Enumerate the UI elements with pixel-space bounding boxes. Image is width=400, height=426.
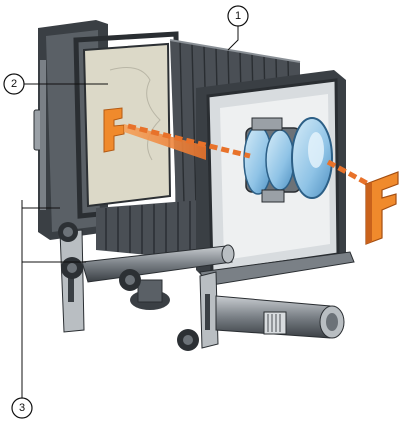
front-standard — [196, 70, 355, 287]
callout-1-label: 1 — [235, 10, 241, 22]
focus-knob-icon — [58, 222, 78, 242]
focus-knob-icon — [177, 329, 199, 351]
focus-knob-icon — [119, 269, 141, 291]
focus-knobs — [58, 222, 199, 351]
lens-icon — [243, 117, 333, 203]
callout-3: 3 — [11, 397, 33, 419]
monorail — [59, 229, 345, 349]
light-ray — [124, 123, 374, 189]
callout-1: 1 — [227, 5, 249, 27]
rear-standard — [33, 20, 181, 240]
callout-leaders — [21, 26, 239, 398]
callout-2: 2 — [3, 73, 25, 95]
focus-knob-icon — [61, 257, 83, 279]
subject-letter — [365, 171, 399, 245]
callout-2-label: 2 — [11, 78, 17, 90]
callout-3-label: 3 — [19, 402, 25, 414]
